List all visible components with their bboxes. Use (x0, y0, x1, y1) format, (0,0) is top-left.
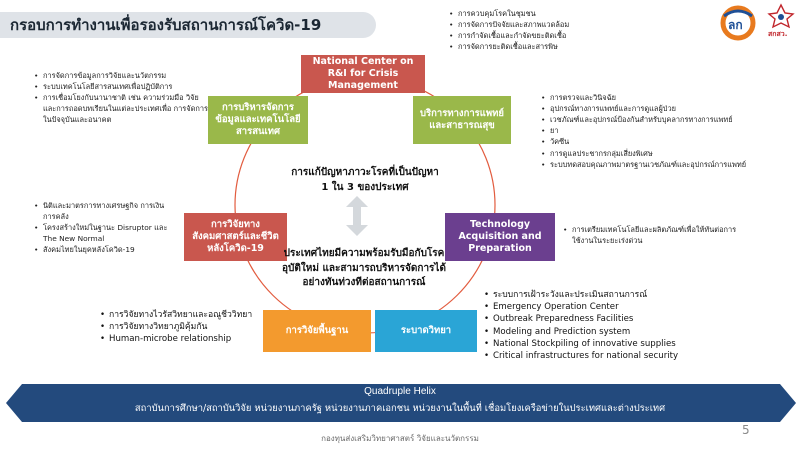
list-epidemiology: ระบบการเฝ้าระวังและประเมินสถานการณ์ Emer… (484, 289, 724, 362)
list-item: ระบบการเฝ้าระวังและประเมินสถานการณ์ (484, 289, 724, 301)
node-technology-acquisition: Technology Acquisition and Preparation (445, 213, 555, 261)
list-item: การเชื่อมโยงกับนานาชาติ เช่น ความร่วมมือ… (34, 92, 209, 125)
list-item: การควบคุมโรคในชุมชน (449, 8, 679, 19)
secondary-logo: สกสว. (766, 3, 796, 43)
list-item: เวชภัณฑ์และอุปกรณ์ป้องกันสำหรับบุคลากรทา… (541, 114, 781, 125)
list-item: สังคมไทยในยุคหลังโควิด-19 (34, 244, 179, 255)
page-number: 5 (742, 423, 750, 437)
list-community-control: การควบคุมโรคในชุมชน การจัดการปัจจัยและสภ… (449, 8, 679, 53)
secondary-logo-text: สกสว. (768, 30, 788, 38)
list-social: นิติและมาตรการทางเศรษฐกิจ การเงิน การคลั… (34, 200, 179, 256)
list-item: Human-microbe relationship (100, 333, 270, 345)
list-item: การจัดการปัจจัยและสภาพแวดล้อม (449, 19, 679, 30)
list-item: การตรวจและวินิจฉัย (541, 92, 781, 103)
list-item: ระบบเทคโนโลยีสารสนเทศเพื่อปฏิบัติการ (34, 81, 209, 92)
page-title: กรอบการทำงานเพื่อรองรับสถานการณ์โควิด-19 (10, 16, 322, 34)
list-item: อุปกรณ์ทางการแพทย์และการดูแลผู้ป่วย (541, 103, 781, 114)
footer-org: กองทุนส่งเสริมวิทยาศาสตร์ วิจัยและนวัตกร… (321, 434, 479, 443)
list-item: การกำจัดเชื้อและกำจัดขยะติดเชื้อ (449, 30, 679, 41)
list-item: Modeling and Prediction system (484, 326, 724, 338)
node-basic-research: การวิจัยพื้นฐาน (263, 310, 371, 352)
list-item: ระบบทดสอบคุณภาพมาตรฐานเวชภัณฑ์และอุปกรณ์… (541, 159, 781, 170)
center-question: การแก้ปัญหาภาวะโรคที่เป็นปัญหา 1 ใน 3 ขอ… (291, 167, 439, 193)
list-item: การจัดการยะติดเชื้อและสารพิษ (449, 41, 679, 52)
list-medical: การตรวจและวินิจฉัย อุปกรณ์ทางการแพทย์และ… (541, 92, 781, 170)
list-item: วัคซีน (541, 136, 781, 147)
node-social-research: การวิจัยทางสังคมศาสตร์และชีวิตหลังโควิด-… (184, 213, 287, 261)
list-data-management: การจัดการข้อมูลการวิจัยและนวัตกรรม ระบบเ… (34, 70, 209, 126)
list-item: การดูแลประชากรกลุ่มเสี่ยงพิเศษ (541, 148, 781, 159)
title-bar (0, 12, 376, 38)
list-item: นิติและมาตรการทางเศรษฐกิจ การเงิน การคลั… (34, 200, 179, 222)
list-item: ยา (541, 125, 781, 136)
node-national-center: National Center on R&I for Crisis Manage… (301, 55, 425, 93)
node-medical-services: บริการทางการแพทย์และสาธารณสุข (413, 96, 511, 144)
helix-subtitle: สถาบันการศึกษา/สถาบันวิจัย หน่วยงานภาครั… (134, 403, 666, 414)
list-technology: การเตรียมเทคโนโลยีและผลิตภัณฑ์เพื่อให้ทั… (563, 224, 743, 246)
list-item: การเตรียมเทคโนโลยีและผลิตภัณฑ์เพื่อให้ทั… (563, 224, 743, 246)
list-basic-research: การวิจัยทางไวรัสวิทยาและอณูชีววิทยา การว… (100, 309, 270, 346)
helix-title: Quadruple Helix (364, 386, 436, 397)
double-arrow-icon (346, 196, 368, 236)
list-item: Outbreak Preparedness Facilities (484, 313, 724, 325)
list-item: การวิจัยทางไวรัสวิทยาและอณูชีววิทยา (100, 309, 270, 321)
list-item: การวิจัยทางวิทยาภูมิคุ้มกัน (100, 321, 270, 333)
list-item: การจัดการข้อมูลการวิจัยและนวัตกรรม (34, 70, 209, 81)
list-item: โครงสร้างใหม่ในฐานะ Disruptor และ The Ne… (34, 222, 179, 244)
list-item: Emergency Operation Center (484, 301, 724, 313)
list-item: Critical infrastructures for national se… (484, 350, 724, 362)
center-statement: ประเทศไทยมีความพร้อมรับมือกับโรคอุบัติให… (282, 248, 446, 288)
seal-icon (767, 3, 795, 29)
svg-text:ลก: ลก (728, 18, 743, 32)
helix-arrow-banner (6, 384, 796, 422)
node-epidemiology: ระบาดวิทยา (375, 310, 477, 352)
node-it-management: การบริหารจัดการข้อมูลและเทคโนโลยีสารสนเท… (208, 96, 308, 144)
list-item: National Stockpiling of innovative suppl… (484, 338, 724, 350)
tsri-logo-icon: ลก (720, 5, 756, 41)
